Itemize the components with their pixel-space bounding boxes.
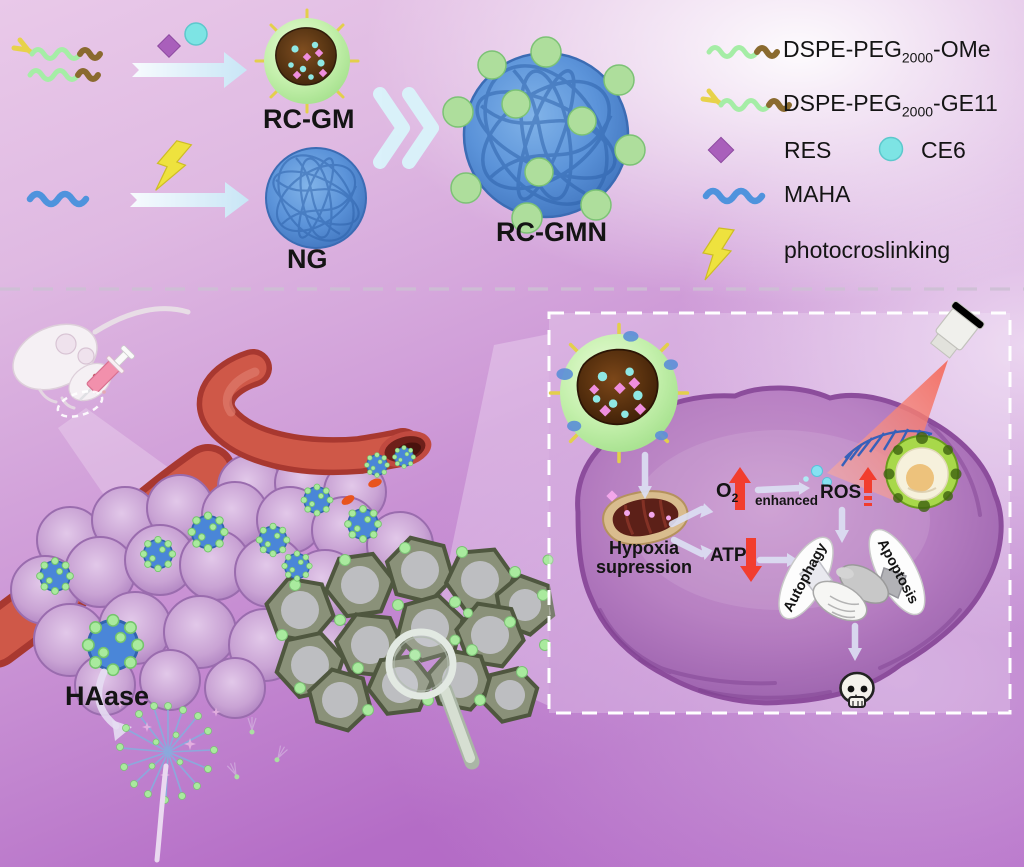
legend-res-icon xyxy=(707,136,735,164)
mitochondrion-icon xyxy=(602,490,689,546)
rc-gmn-nanogel xyxy=(442,36,646,234)
legend-maha-icon xyxy=(706,191,762,201)
skull-icon xyxy=(839,671,875,708)
legend-icons xyxy=(702,48,904,281)
assembly-arrow-2 xyxy=(130,182,249,218)
dandelion-burst xyxy=(116,701,288,863)
legend-item-res: RES xyxy=(784,137,832,163)
ce6-icon xyxy=(184,22,208,46)
mitochondria-blue-icon xyxy=(841,428,933,467)
chevron-arrows xyxy=(373,87,439,169)
rc-gm-label: RC-GM xyxy=(263,104,355,134)
haase-label: HAase xyxy=(65,681,150,711)
ros-label: ROS xyxy=(820,482,862,503)
laser-beam xyxy=(827,360,948,503)
mouse-icon xyxy=(12,306,191,410)
dandelion-seeds xyxy=(226,717,288,780)
syringe-icon xyxy=(79,345,135,401)
atp-label: ATP xyxy=(710,545,747,566)
magnifier-icon xyxy=(385,628,480,770)
tumor-cells-dark xyxy=(264,535,556,733)
o2-label: O2 xyxy=(716,480,739,505)
handshake-icon xyxy=(798,558,907,622)
legend-item-ce6: CE6 xyxy=(921,137,966,163)
vessel-upper xyxy=(196,349,432,505)
ng-nanogel xyxy=(261,140,371,256)
regulation-arrows xyxy=(729,467,877,582)
cell-panel-nanoparticle xyxy=(548,322,690,464)
legend-item-photocrosslinking: photocroslinking xyxy=(784,237,951,263)
legend-item-peg-ome: DSPE-PEG2000-OMe xyxy=(783,36,991,66)
autophagosome-icon xyxy=(883,432,962,512)
injection-site-highlight xyxy=(56,390,104,418)
haase-arrow xyxy=(95,668,120,730)
ros-dots xyxy=(803,465,832,487)
haase-degradation xyxy=(81,613,288,863)
polymer-chains xyxy=(14,40,100,80)
rc-gmn-label: RC-GMN xyxy=(496,217,607,247)
released-ce6-dots xyxy=(276,542,554,716)
enhanced-label: enhanced xyxy=(755,493,819,508)
legend-bolt-icon xyxy=(702,227,735,281)
legend-ce6-icon xyxy=(878,136,904,162)
legend-item-maha: MAHA xyxy=(784,181,851,207)
rc-gm-micelle xyxy=(254,8,360,114)
res-icon xyxy=(156,33,182,59)
laser-icon xyxy=(929,301,985,359)
ng-label: NG xyxy=(287,244,328,274)
photocrosslink-bolt-icon xyxy=(153,137,193,195)
legend-item-peg-ge11: DSPE-PEG2000-GE11 xyxy=(783,90,998,120)
pathway-arrows xyxy=(638,451,862,661)
legend-peg-ge11-icon xyxy=(703,91,789,110)
assembly-arrow-1 xyxy=(132,52,247,88)
maha-polymer xyxy=(30,194,86,204)
legend-peg-ome-icon xyxy=(709,48,777,57)
